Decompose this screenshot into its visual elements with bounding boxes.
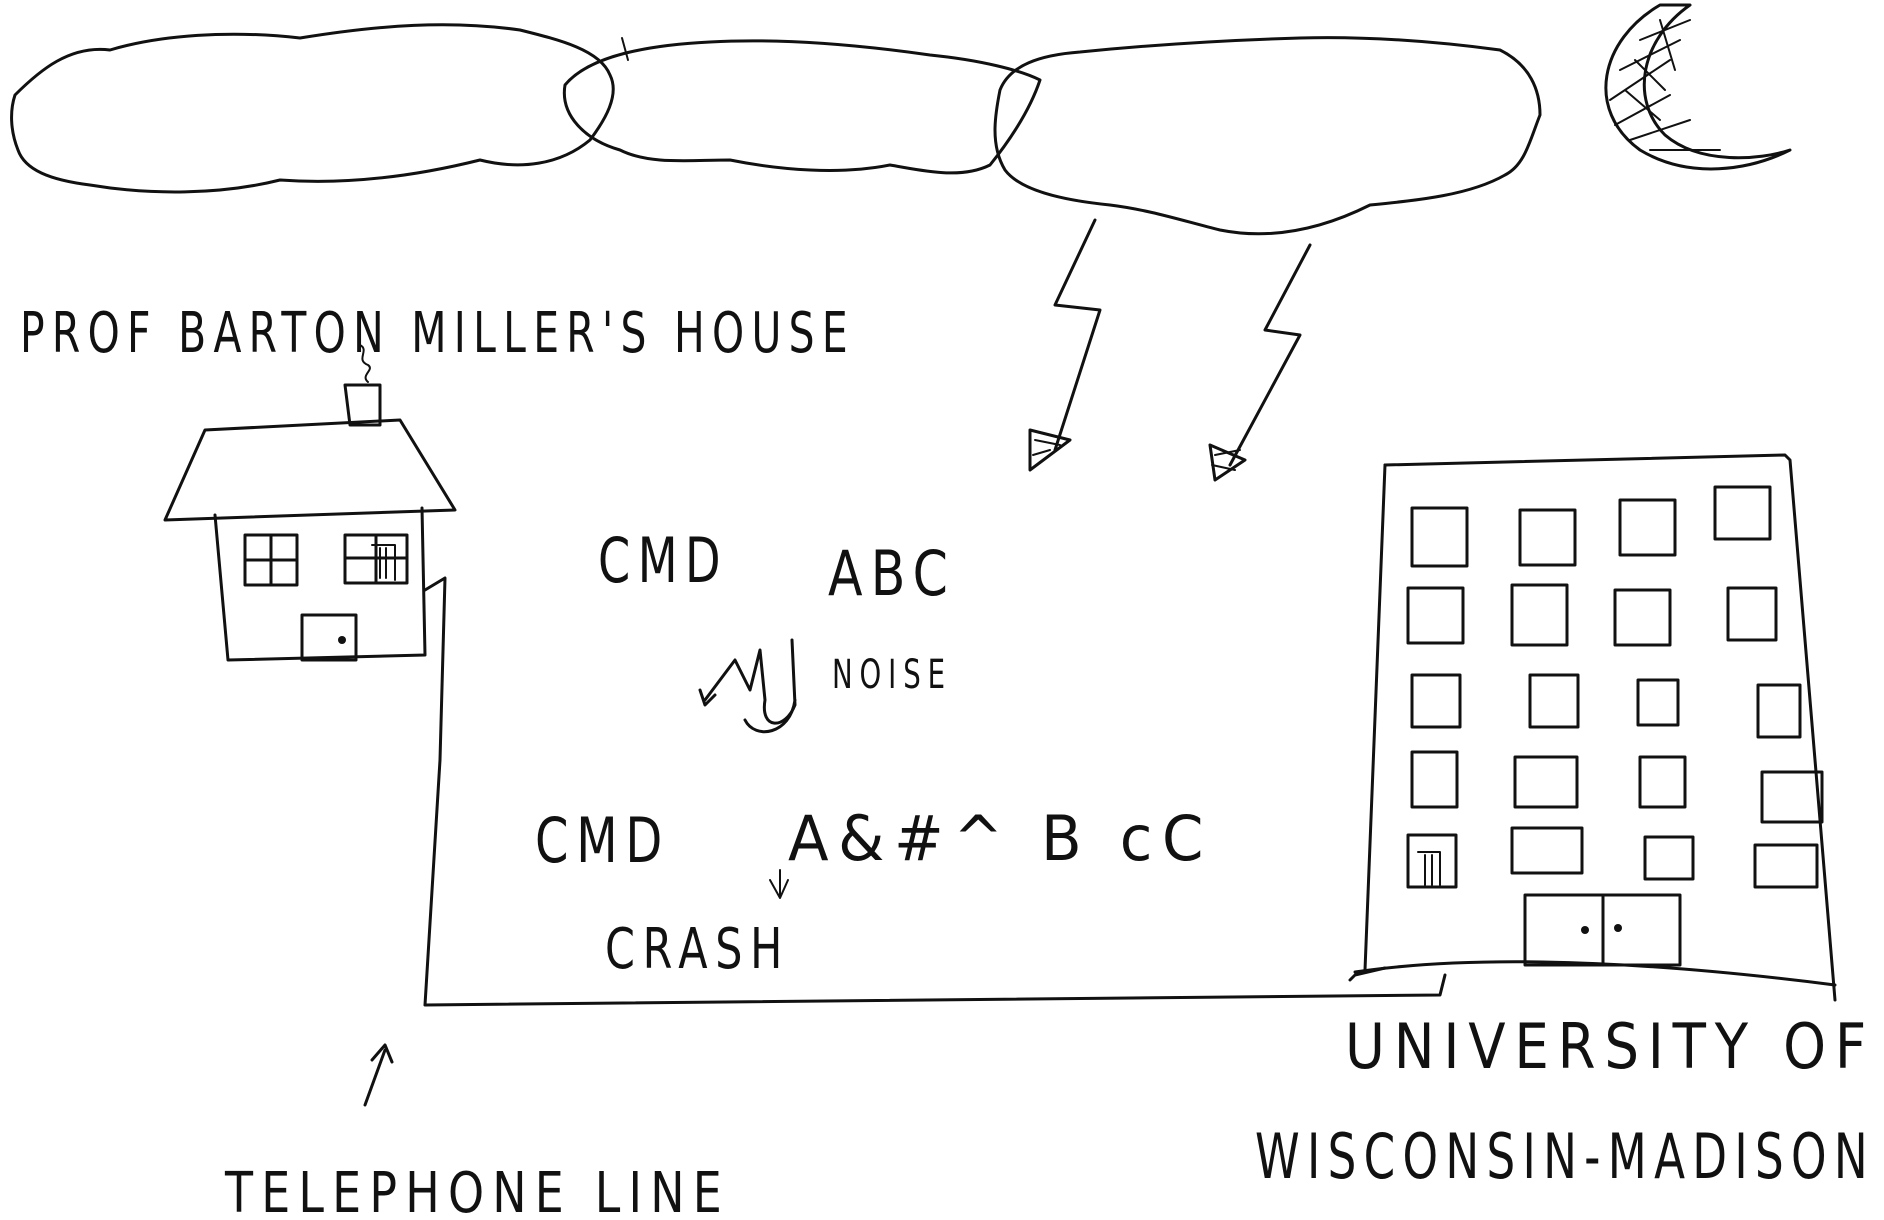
noise-label: NOISE (832, 652, 952, 698)
original-argument-label: ABC (828, 537, 956, 610)
telephone-line-label: TELEPHONE LINE (224, 1161, 730, 1220)
original-command-label: CMD (598, 524, 728, 597)
building-icon (1353, 453, 1837, 1002)
university-label-line2: WISCONSIN-MADISON (1255, 1120, 1875, 1193)
cloud-middle-icon (562, 37, 1042, 175)
corrupted-argument-label: A&#^ B cC (788, 802, 1213, 875)
telephone-line-icon (423, 576, 1447, 1007)
noise-icon (698, 638, 797, 734)
building-windows (1406, 485, 1824, 889)
building-door (1523, 893, 1682, 967)
corrupted-command-label: CMD (535, 804, 670, 877)
cloud-right-icon (993, 36, 1542, 236)
arrow-icon (363, 1043, 394, 1107)
lightning-right-icon (1208, 243, 1312, 482)
crash-label: CRASH (605, 917, 790, 982)
lightning-left-icon (1028, 218, 1102, 472)
crash-arrow-icon (769, 869, 789, 899)
house-label: PROF BARTON MILLER'S HOUSE (20, 301, 855, 366)
house-icon (163, 344, 457, 662)
cloud-left-icon (10, 23, 615, 194)
university-label-line1: UNIVERSITY OF (1345, 1010, 1875, 1083)
moon-icon (1604, 3, 1792, 171)
